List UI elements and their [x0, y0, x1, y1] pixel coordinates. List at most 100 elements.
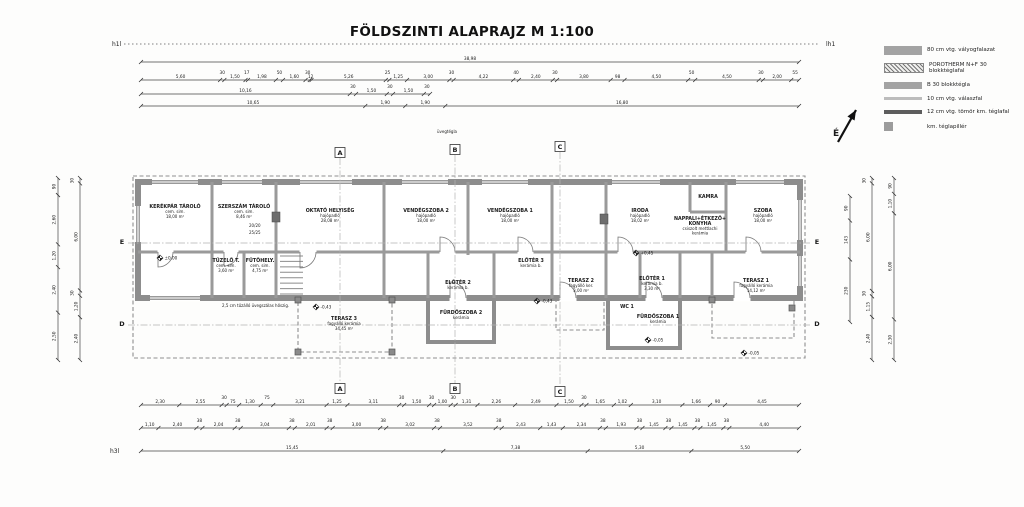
dim-value: 3,00 — [423, 74, 433, 80]
elevation-mark-icon — [645, 337, 648, 340]
dim-tick — [516, 77, 522, 83]
legend-item: 10 cm vtg. válaszfal — [884, 96, 1022, 102]
dim-value: 2,30 — [155, 399, 165, 405]
elevation-value: ±0,00 — [165, 256, 178, 261]
dim-tick — [138, 425, 144, 431]
dim-value: 5,60 — [176, 74, 186, 80]
dim-tick — [796, 103, 802, 109]
dim-tick — [77, 293, 83, 299]
door-swing-icon — [299, 251, 317, 269]
room-floor-finish: cem. sim. — [234, 209, 253, 214]
dim-tick — [622, 77, 627, 83]
dim-value: 55 — [792, 70, 798, 76]
spot-elevation: -0,43 — [533, 297, 553, 305]
dim-tick — [640, 425, 645, 431]
dim-tick — [869, 314, 875, 320]
elevation-value: -0,05 — [653, 338, 664, 343]
dim-tick — [200, 425, 205, 431]
dim-tick — [55, 310, 61, 315]
dim-value: 1,90 — [380, 100, 390, 106]
dim-tick — [77, 314, 83, 320]
dim-tick — [603, 425, 609, 431]
dim-tick — [383, 77, 389, 83]
room-name: KAMRA — [698, 194, 718, 200]
dim-tick — [869, 181, 875, 186]
door-gap — [645, 294, 663, 302]
room-label: TÜZELŐ T.cem. sim.3,60 m² — [212, 257, 239, 273]
room-floor-finish: hajópadló — [320, 213, 340, 218]
elevation-mark-icon — [648, 340, 651, 343]
elevation-mark-icon — [534, 298, 537, 301]
dim-tick — [692, 77, 698, 83]
dim-tick — [194, 425, 199, 431]
dim-value: 90 — [888, 183, 894, 189]
dim-tick — [756, 77, 762, 83]
dim-tick — [286, 425, 292, 431]
door-swing-icon — [157, 251, 174, 268]
section-letter: B — [453, 385, 458, 393]
door-gap — [733, 294, 751, 302]
door-gap — [617, 248, 634, 256]
dim-tick — [431, 402, 437, 408]
section-marker-box — [334, 383, 346, 394]
room-label: FŰTŐHELY.cem. sim.4,75 m² — [246, 257, 275, 273]
dim-value: 30 — [862, 178, 868, 184]
dim-value: 1,45 — [707, 422, 717, 428]
dim-tick — [55, 175, 61, 181]
door-gap — [449, 294, 467, 302]
dim-tick — [138, 91, 144, 97]
dim-tick — [628, 402, 634, 408]
dim-tick — [324, 425, 329, 431]
dim-value: 6,00 — [866, 232, 872, 242]
section-marker-box — [449, 383, 461, 394]
dim-tick — [77, 357, 83, 363]
dim-tick — [330, 425, 335, 431]
dim-value: 2,40 — [52, 285, 58, 295]
dim-tick — [156, 425, 161, 431]
dim-tick — [698, 425, 703, 431]
room-floor-finish: kerámia — [453, 315, 470, 320]
dim-tick — [427, 91, 433, 97]
dim-value: 2,50 — [52, 331, 58, 341]
spot-elevation: ±0,00 — [156, 254, 178, 262]
elevation-value: -0,43 — [321, 305, 332, 310]
room-floor-finish: fagyálló ker. — [569, 283, 593, 288]
dim-tick — [138, 77, 144, 83]
dim-value: 1,20 — [52, 251, 58, 261]
dim-value: 3,10 — [652, 399, 662, 405]
section-letter: D — [119, 320, 125, 328]
room-area: 14,12 m² — [747, 288, 766, 293]
dim-value: 4,45 — [757, 399, 767, 405]
section-marker: A — [334, 147, 346, 158]
room-floor-finish: kerámia — [650, 319, 667, 324]
room-floor-finish: kerámia b. — [520, 263, 541, 268]
room-area: 3,60 m² — [218, 268, 234, 273]
dim-tick — [236, 402, 242, 408]
dim-tick — [707, 402, 713, 408]
door-gap — [299, 248, 317, 256]
section-letter: A — [337, 149, 342, 157]
dim-tick — [176, 402, 182, 408]
dim-tick — [510, 77, 516, 83]
legend-swatch-hatch — [884, 63, 924, 74]
elevation-mark-icon — [633, 250, 636, 253]
room-name: FŰTŐHELY. — [246, 257, 275, 264]
dim-tick — [891, 191, 897, 197]
dim-tick — [219, 402, 224, 408]
dim-value: 38 — [496, 418, 502, 424]
section-marker: C — [554, 141, 566, 152]
section-marker: D — [814, 320, 820, 328]
dim-tick — [217, 77, 223, 83]
dim-value: 98 — [615, 74, 621, 80]
dim-tick — [138, 103, 144, 109]
legend-swatch-solid — [884, 46, 922, 55]
elevation-mark-icon — [316, 307, 319, 310]
